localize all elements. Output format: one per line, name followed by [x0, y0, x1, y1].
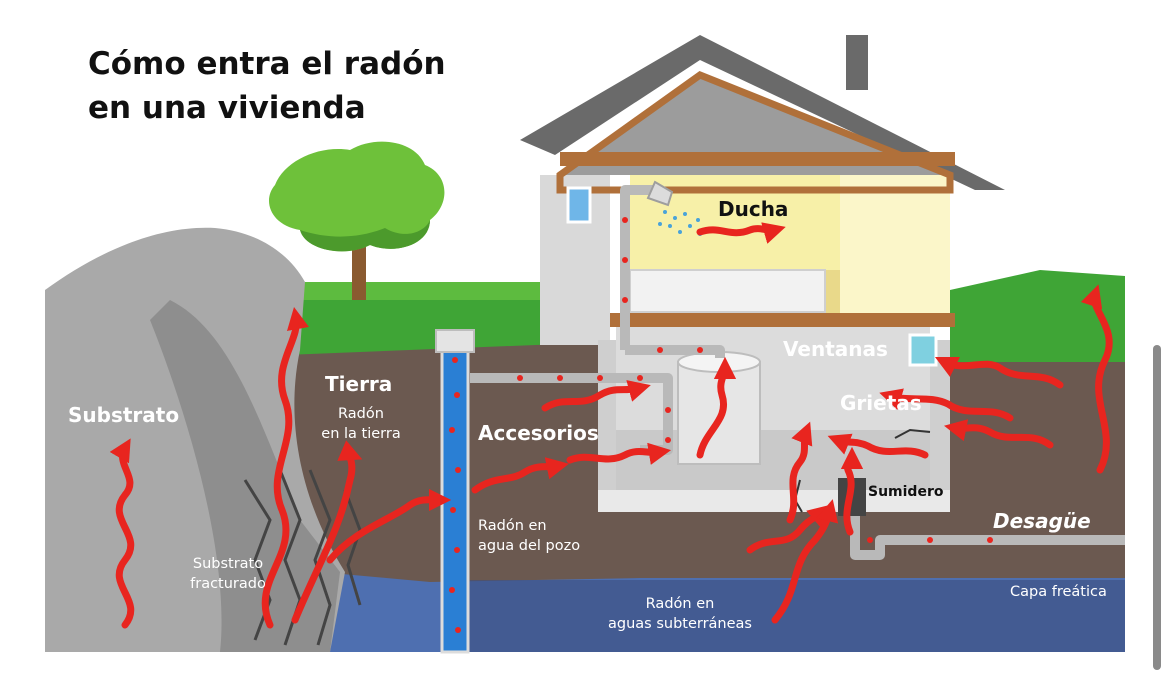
- well-pipe: [440, 338, 470, 654]
- diagram-title: Cómo entra el radón en una vivienda: [88, 42, 446, 130]
- wavy-arrow-icon: [109, 438, 135, 629]
- label-ventanas: Ventanas: [783, 337, 888, 361]
- label-substrato-fracturado-line-2: fracturado: [190, 576, 266, 592]
- label-radon-subterraneas-line-2: aguas subterráneas: [608, 616, 752, 632]
- bathtub: [629, 269, 826, 313]
- label-desague: Desagüe: [993, 509, 1091, 533]
- tree-canopy: [268, 141, 445, 252]
- label-substrato-fracturado-line-1: Substrato: [192, 556, 264, 572]
- wavy-arrow-icon: [827, 433, 929, 459]
- attic: [560, 75, 950, 175]
- basement-window: [908, 333, 938, 367]
- label-substrato: Substrato: [68, 403, 180, 427]
- title-line-1: Cómo entra el radón: [88, 46, 446, 82]
- label-tierra: Tierra: [325, 372, 393, 396]
- label-sumidero: Sumidero: [868, 484, 944, 500]
- label-radon-pozo-line-2: agua del pozo: [478, 538, 581, 554]
- label-capa-freatica: Capa freática: [1010, 584, 1107, 600]
- label-radon-pozo-line-1: Radón en: [478, 518, 547, 534]
- floor-beam: [610, 313, 955, 327]
- wavy-arrow-icon: [326, 488, 452, 564]
- well-cap: [435, 329, 475, 353]
- water-table-dark: [460, 580, 1125, 652]
- wall-crack: [894, 428, 931, 439]
- radon-arrows: [109, 222, 1113, 629]
- wavy-arrow-icon: [879, 388, 1014, 422]
- tree-canopy-shade: [300, 220, 430, 252]
- basement-wall-right: [930, 340, 950, 500]
- wavy-arrow-icon: [291, 440, 363, 624]
- wavy-arrow-icon: [566, 442, 672, 465]
- scrollbar[interactable]: [1153, 345, 1161, 670]
- chimney: [846, 35, 868, 90]
- wavy-arrow-icon: [786, 421, 813, 524]
- label-substrato-fracturado: Substrato fracturado: [168, 554, 288, 594]
- radon-dots: [449, 217, 993, 633]
- house-roof: [520, 35, 1005, 190]
- attic-floor: [560, 152, 955, 166]
- basement-wall-left: [598, 340, 616, 512]
- label-radon-subterraneas-line-1: Radón en: [645, 596, 715, 612]
- label-radon-pozo: Radón en agua del pozo: [478, 516, 580, 556]
- grass-left-light: [260, 282, 585, 300]
- shower-head-icon: [646, 180, 674, 207]
- wavy-arrow-icon: [1080, 284, 1113, 474]
- wavy-arrow-icon: [944, 419, 1054, 449]
- wavy-arrow-icon: [840, 446, 864, 536]
- wavy-arrow-icon: [934, 356, 1064, 389]
- side-window: [566, 186, 592, 224]
- label-radon-tierra-line-2: en la tierra: [321, 426, 401, 442]
- wavy-arrow-icon: [771, 499, 839, 624]
- house-left-wall: [540, 175, 610, 345]
- wavy-arrow-icon: [746, 504, 831, 554]
- label-ducha: Ducha: [718, 197, 789, 221]
- wavy-arrow-icon: [471, 457, 569, 494]
- wavy-arrow-icon: [696, 222, 786, 244]
- wavy-arrow-icon: [541, 380, 651, 412]
- attic-frame: [556, 71, 954, 194]
- rock-shadow: [150, 300, 340, 652]
- label-radon-tierra-line-1: Radón: [338, 406, 384, 422]
- label-radon-tierra: Radón en la tierra: [308, 404, 414, 444]
- label-grietas: Grietas: [840, 391, 922, 415]
- label-radon-subterraneas: Radón en aguas subterráneas: [600, 594, 760, 634]
- wavy-arrow-icon: [696, 356, 737, 459]
- label-accesorios: Accesorios: [478, 421, 599, 445]
- wavy-arrow-icon: [261, 306, 310, 629]
- title-line-2: en una vivienda: [88, 90, 366, 126]
